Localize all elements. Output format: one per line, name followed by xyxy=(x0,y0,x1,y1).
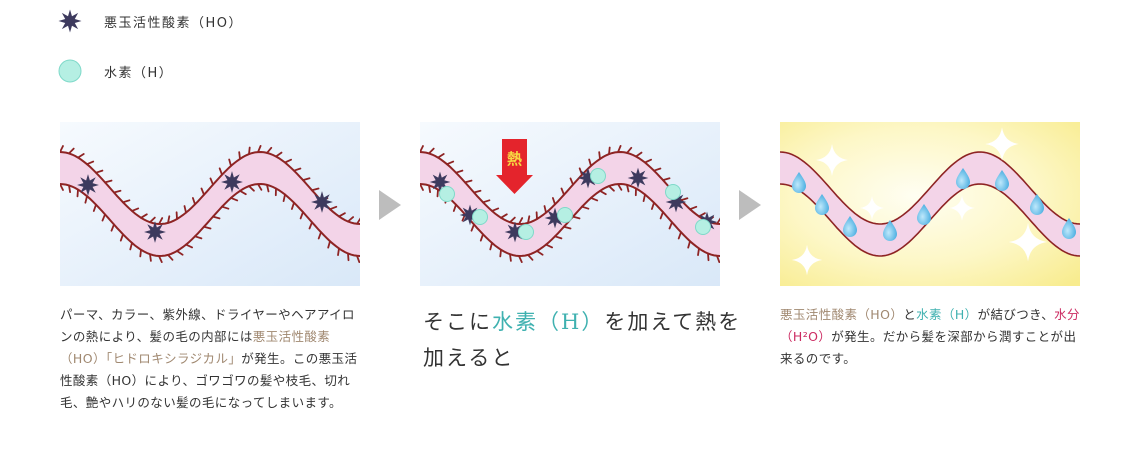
hydrogen-circle-icon xyxy=(557,207,573,223)
radical-star-icon xyxy=(627,167,649,189)
sparkle-icon xyxy=(860,196,884,220)
legend-hydrogen: 水素（H） xyxy=(58,59,173,83)
heat-arrow-icon: 熱 xyxy=(496,139,533,194)
next-arrow-icon xyxy=(379,190,401,220)
hydrogen-circle-icon xyxy=(439,186,455,202)
sparkle-icon xyxy=(791,244,823,276)
radical-star-icon xyxy=(221,171,243,193)
water-drop-icon xyxy=(883,220,897,241)
water-drop-markers xyxy=(792,168,1076,241)
step2-description: そこに水素（H）を加えて熱を加えると xyxy=(423,304,743,376)
step2-text-c: を加えて熱を加えると xyxy=(423,310,742,370)
hair-strand xyxy=(60,145,360,263)
legend-hydrogen-label: 水素（H） xyxy=(104,65,174,81)
step1-description: パーマ、カラー、紫外線、ドライヤーやヘアアイロンの熱により、髪の毛の内部には悪玉… xyxy=(60,304,360,414)
hydrogen-markers xyxy=(439,168,711,240)
star-burst-icon xyxy=(58,9,82,33)
radical-markers xyxy=(77,171,333,243)
step3-text-water: 水分（H²O） xyxy=(780,307,1080,344)
step3-text-hydrogen: 水素（H） xyxy=(916,307,978,322)
heat-label: 熱 xyxy=(507,150,522,168)
water-drop-icon xyxy=(995,170,1009,191)
hydrogen-circle-icon xyxy=(665,184,681,200)
step3-text-radical: 悪玉活性酸素（HO） xyxy=(780,307,904,322)
circle-icon xyxy=(58,59,82,83)
step1-text-a: パーマ、カラー、紫外線、ドライヤーやヘアアイロンの熱により、髪の毛の内部には xyxy=(60,307,355,344)
water-drop-icon xyxy=(815,194,829,215)
water-drop-icon xyxy=(792,172,806,193)
hydrogen-circle-icon xyxy=(518,224,534,240)
water-drop-icon xyxy=(843,216,857,237)
next-arrow-icon xyxy=(739,190,761,220)
step3-text-f: が発生。だから髪を深部から潤すことが出来るのです。 xyxy=(780,329,1077,366)
water-drop-icon xyxy=(917,204,931,225)
water-drop-icon xyxy=(1062,218,1076,239)
hydrogen-circle-icon xyxy=(695,219,711,235)
sparkle-icon xyxy=(1008,222,1048,262)
water-drop-icon xyxy=(956,168,970,189)
step3-description: 悪玉活性酸素（HO）と水素（H）が結びつき、水分（H²O）が発生。だから髪を深部… xyxy=(780,304,1080,370)
radical-star-icon xyxy=(77,174,99,196)
step1-text-radical: 悪玉活性酸素（HO）「ヒドロキシラジカル」 xyxy=(60,329,331,366)
sparkle-icon xyxy=(816,144,848,176)
panel-moisturized-hair xyxy=(780,122,1080,286)
radical-star-icon xyxy=(311,191,333,213)
legend-radical: 悪玉活性酸素（HO） xyxy=(58,9,243,33)
hydrogen-circle-icon xyxy=(472,209,488,225)
panel-damaged-hair xyxy=(60,122,360,286)
step2-text-hydrogen: 水素（H） xyxy=(492,310,605,334)
sparkle-markers xyxy=(791,127,1048,276)
legend-radical-label: 悪玉活性酸素（HO） xyxy=(104,15,244,31)
step1-text-c: が発生。この悪玉活性酸素（HO）により、ゴワゴワの髪や枝毛、切れ毛、艶やハリのな… xyxy=(60,351,358,410)
step3-text-d: が結びつき、 xyxy=(977,307,1055,322)
sparkle-icon xyxy=(949,195,975,221)
step3-text-b: と xyxy=(903,307,917,322)
radical-star-icon xyxy=(144,221,166,243)
hydrogen-circle-icon xyxy=(590,168,606,184)
sparkle-icon xyxy=(985,127,1019,161)
panel-hydrogen-added: 熱 xyxy=(420,122,720,286)
water-drop-icon xyxy=(1030,194,1044,215)
step2-text-a: そこに xyxy=(423,310,492,334)
